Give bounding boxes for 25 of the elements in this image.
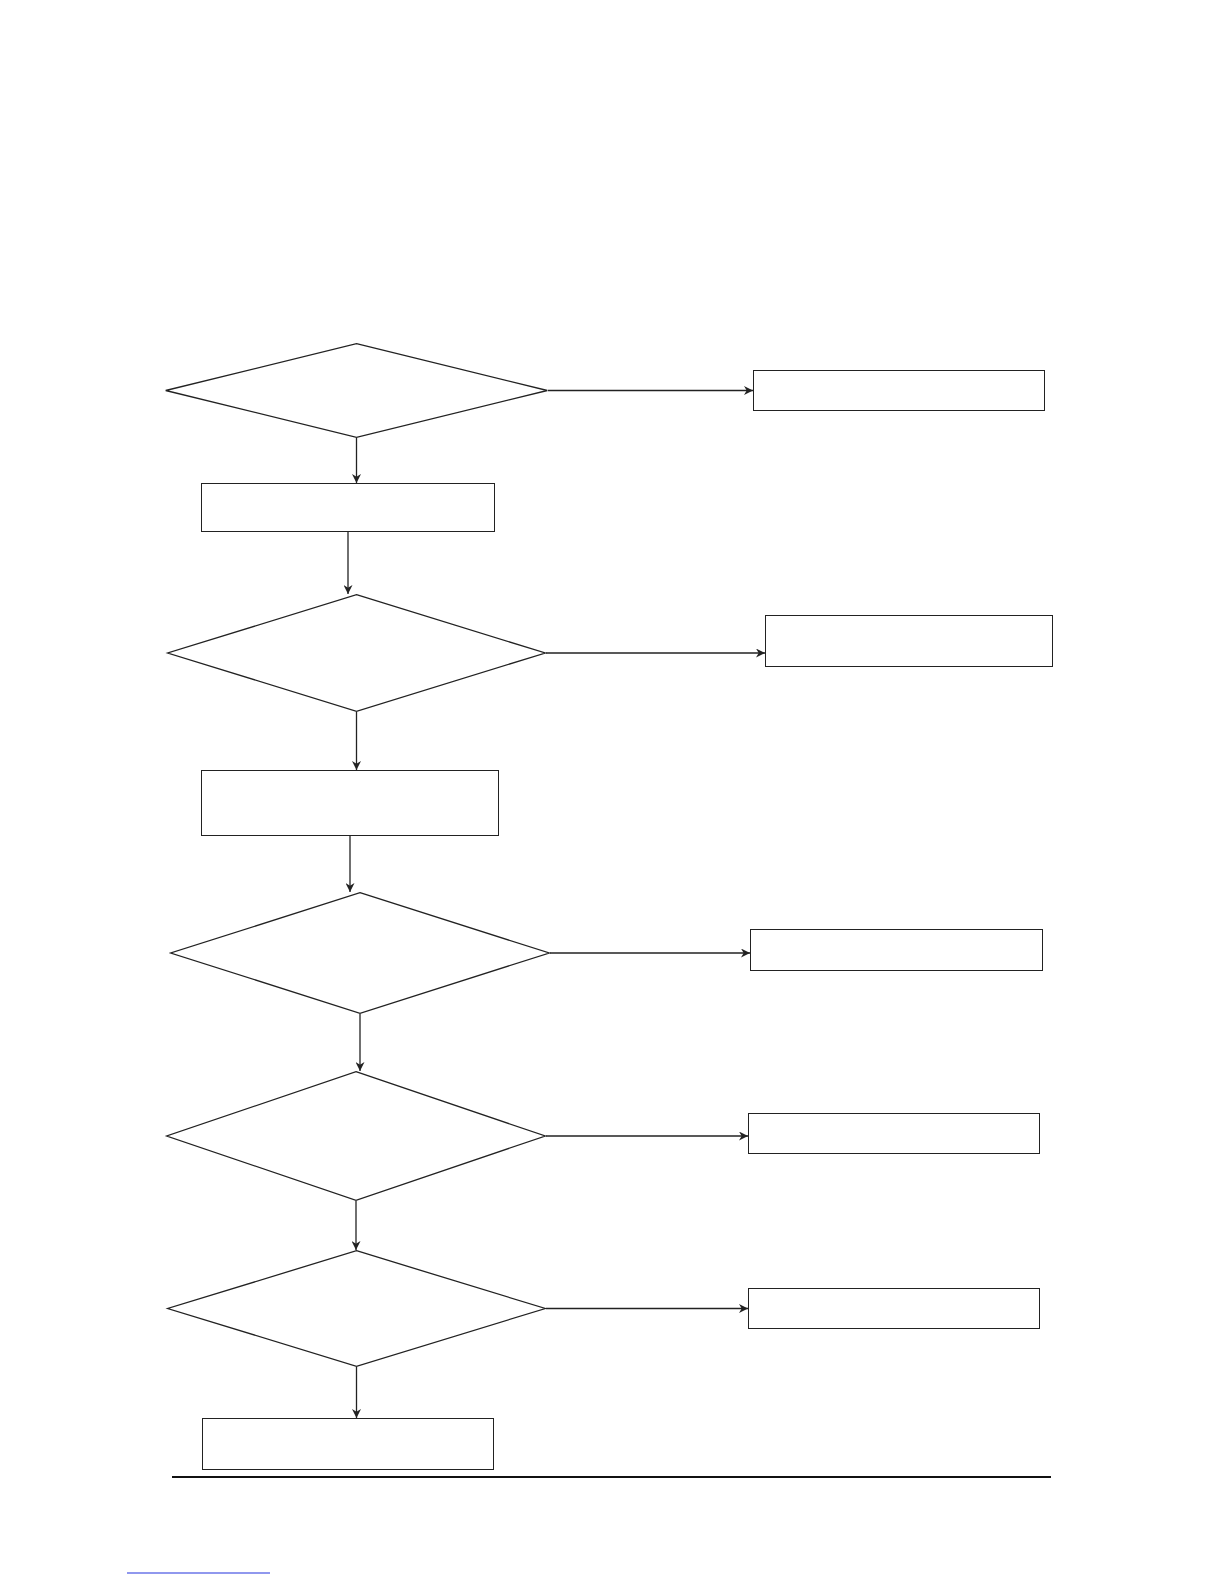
decision-diamond: [165, 343, 548, 438]
arrow: [545, 1304, 749, 1313]
process-box: [765, 615, 1053, 667]
arrow: [343, 531, 353, 595]
arrow: [547, 386, 754, 395]
process-box: [750, 929, 1043, 971]
decision-diamond: [164, 1071, 548, 1201]
arrow: [545, 648, 766, 658]
process-box: [201, 770, 499, 836]
arrow: [545, 1131, 749, 1141]
process-box: [202, 1418, 494, 1470]
decision-diamond: [165, 1250, 548, 1367]
decision-diamond: [168, 892, 552, 1014]
arrow: [352, 1366, 361, 1419]
process-box: [753, 370, 1045, 411]
arrow: [352, 437, 361, 484]
arrow: [345, 835, 355, 893]
decision-diamond: [165, 594, 548, 712]
arrow: [549, 948, 751, 958]
arrow: [351, 1200, 361, 1251]
process-box: [748, 1113, 1040, 1154]
process-box: [201, 483, 495, 532]
arrow: [355, 1013, 365, 1072]
process-box: [748, 1288, 1040, 1329]
arrow: [352, 711, 361, 771]
